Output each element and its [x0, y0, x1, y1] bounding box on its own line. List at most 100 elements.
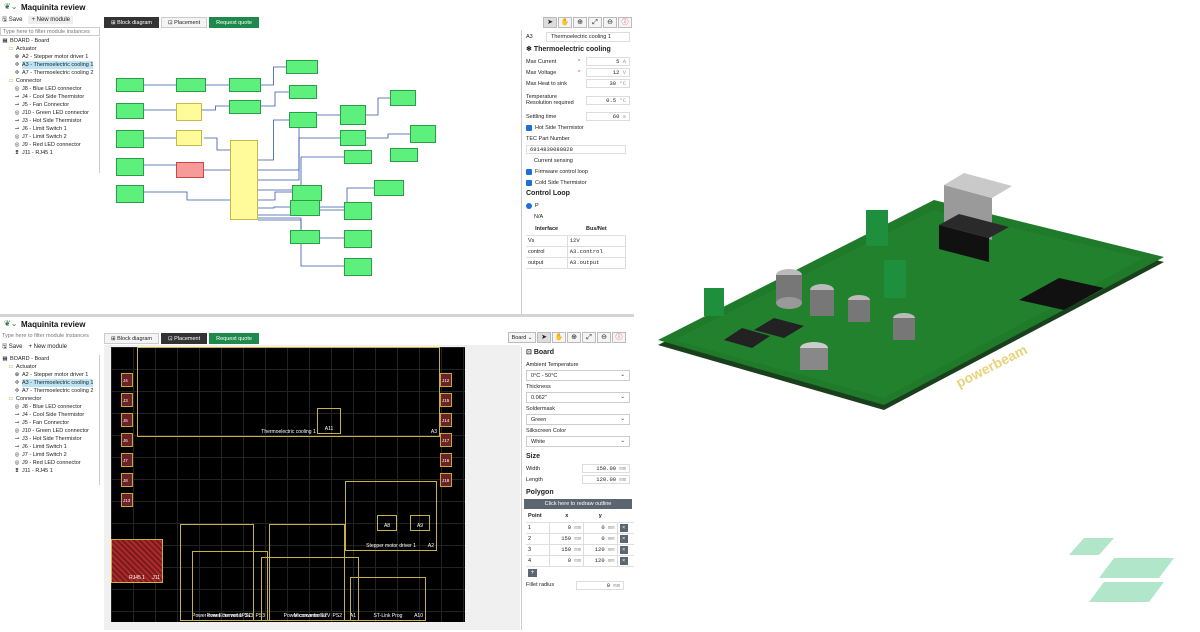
point-x-input[interactable]: 0 mm [549, 554, 585, 567]
tab-placement[interactable]: ⊡ Placement [161, 332, 208, 344]
tree-item[interactable]: ◎J9 - Red LED connector [0, 459, 99, 467]
iface-net-input[interactable]: A3.output [566, 256, 627, 269]
control-na-radio[interactable]: N/A [534, 213, 544, 220]
schematic-block[interactable] [344, 258, 372, 276]
new-module-button[interactable]: + New module [28, 16, 73, 24]
connector-pad[interactable]: J17 [440, 433, 452, 447]
tree-item[interactable]: ⩩J11 - RJ45 1 [0, 149, 99, 157]
schematic-block[interactable] [116, 158, 144, 176]
tab-placement[interactable]: ⊡ Placement [161, 16, 208, 28]
connector-pad[interactable]: J6 [121, 433, 133, 447]
tree-item[interactable]: ◎J8 - Blue LED connector [0, 403, 99, 411]
field-input[interactable]: 5 A [586, 57, 630, 66]
current-sensing-option[interactable]: Current sensing [534, 157, 573, 164]
placement-block[interactable]: A11 [317, 408, 341, 434]
iface-net-input[interactable]: 12V [566, 234, 627, 247]
schematic-block[interactable] [289, 85, 317, 99]
schematic-block[interactable] [229, 100, 261, 114]
pointer-icon[interactable]: ➤ [543, 17, 557, 28]
schematic-block[interactable] [286, 60, 318, 74]
tree-item[interactable]: ◎J7 - Limit Switch 2 [0, 133, 99, 141]
new-module-button[interactable]: + New module [28, 344, 67, 350]
schematic-block[interactable] [340, 105, 366, 125]
fit-icon[interactable]: ⤢ [582, 332, 596, 343]
tree-item[interactable]: ⊸J3 - Hot Side Thermistor [0, 435, 99, 443]
connector-pad[interactable]: J15 [440, 393, 452, 407]
field-input[interactable]: 0.5 °C [586, 95, 630, 105]
tree-item[interactable]: ⊸J4 - Cool Side Thermistor [0, 411, 99, 419]
save-button[interactable]: 🖫 Save [2, 17, 23, 23]
connector-pad[interactable]: J5 [121, 413, 133, 427]
fit-icon[interactable]: ⤢ [588, 17, 602, 28]
schematic-block[interactable] [116, 130, 144, 148]
schematic-block[interactable] [229, 78, 261, 92]
connector-pad[interactable]: J4 [121, 373, 133, 387]
connector-pad[interactable]: J18 [440, 473, 452, 487]
thickness-select[interactable]: 0.062" [526, 392, 630, 403]
tree-item[interactable]: ▭Connector [0, 77, 99, 85]
schematic-block[interactable] [344, 230, 372, 248]
tree-item[interactable]: ▭Actuator [0, 363, 99, 371]
fillet-input[interactable]: 0 mm [576, 580, 624, 590]
zoom-out-icon[interactable]: ⊖ [603, 17, 617, 28]
tree-item[interactable]: ⊗A2 - Stepper motor driver 1 [0, 371, 99, 379]
delete-point-icon[interactable]: × [619, 545, 628, 554]
tree-item[interactable]: ✢A7 - Thermoelectric cooling 2 [0, 387, 99, 395]
tree-item[interactable]: ⊸J3 - Hot Side Thermistor [0, 117, 99, 125]
schematic-block[interactable] [230, 140, 258, 220]
tree-item[interactable]: ▦BOARD - Board [0, 37, 99, 45]
tree-item[interactable]: ⩩J11 - RJ45 1 [0, 467, 99, 475]
tree-item[interactable]: ◎J10 - Green LED connector [0, 109, 99, 117]
schematic-block[interactable] [292, 185, 322, 201]
tab-block-diagram[interactable]: ⊞ Block diagram [104, 16, 159, 28]
tree-item[interactable]: ⊸J5 - Fan Connector [0, 101, 99, 109]
pan-hand-icon[interactable]: ✋ [558, 17, 572, 28]
schematic-block[interactable] [390, 148, 418, 162]
firmware-checkbox[interactable]: Firmware control loop [522, 166, 634, 177]
save-button[interactable]: 🖫 Save [2, 344, 23, 350]
tree-item[interactable]: ◎J10 - Green LED connector [0, 427, 99, 435]
point-y-input[interactable]: 120 mm [583, 543, 618, 556]
delete-point-icon[interactable]: × [619, 556, 628, 565]
silkscreen-select[interactable]: White [526, 436, 630, 447]
connector-pad[interactable]: J7 [121, 453, 133, 467]
schematic-block[interactable] [289, 112, 317, 128]
tec-part-input[interactable]: 6914839080828 [526, 145, 626, 154]
pan-hand-icon[interactable]: ✋ [552, 332, 566, 343]
connector-pad[interactable]: J13 [121, 493, 133, 507]
tree-item[interactable]: ⊸J6 - Limit Switch 1 [0, 443, 99, 451]
help-icon[interactable]: ⓘ [618, 17, 632, 28]
delete-point-icon[interactable]: × [619, 534, 628, 543]
tree-item[interactable]: ✢A3 - Thermoelectric cooling 1 [0, 379, 99, 387]
module-filter-input[interactable]: Type here to filter module instances [2, 333, 89, 339]
layer-select[interactable]: Board ⌄ [508, 332, 536, 343]
connector-pad[interactable]: J8 [121, 473, 133, 487]
iface-net-input[interactable]: A3.control [566, 245, 627, 258]
tree-item[interactable]: ⊸J4 - Cool Side Thermistor [0, 93, 99, 101]
field-input[interactable]: 30 °C [586, 79, 630, 88]
zoom-in-icon[interactable]: ⊕ [573, 17, 587, 28]
point-y-input[interactable]: 0 mm [583, 521, 618, 534]
connector-pad[interactable]: J16 [440, 453, 452, 467]
delete-point-icon[interactable]: × [619, 523, 628, 532]
point-x-input[interactable]: 150 mm [549, 532, 585, 545]
width-input[interactable]: 150.00 mm [582, 464, 630, 473]
control-p-radio[interactable]: P [522, 200, 634, 211]
instance-name-field[interactable]: Thermoelectric cooling 1 [546, 32, 630, 42]
schematic-block[interactable] [340, 130, 366, 146]
schematic-block[interactable] [116, 103, 144, 119]
schematic-block[interactable] [176, 130, 202, 146]
field-input[interactable]: 12 V [586, 68, 630, 77]
ambient-select[interactable]: 0°C - 50°C [526, 370, 630, 381]
placement-block[interactable]: A9 [410, 515, 430, 531]
schematic-block[interactable] [290, 230, 320, 244]
request-quote-button[interactable]: Request quote [209, 332, 259, 344]
connector-pad[interactable]: J14 [440, 413, 452, 427]
tree-item[interactable]: ◎J7 - Limit Switch 2 [0, 451, 99, 459]
tree-item[interactable]: ◎J9 - Red LED connector [0, 141, 99, 149]
